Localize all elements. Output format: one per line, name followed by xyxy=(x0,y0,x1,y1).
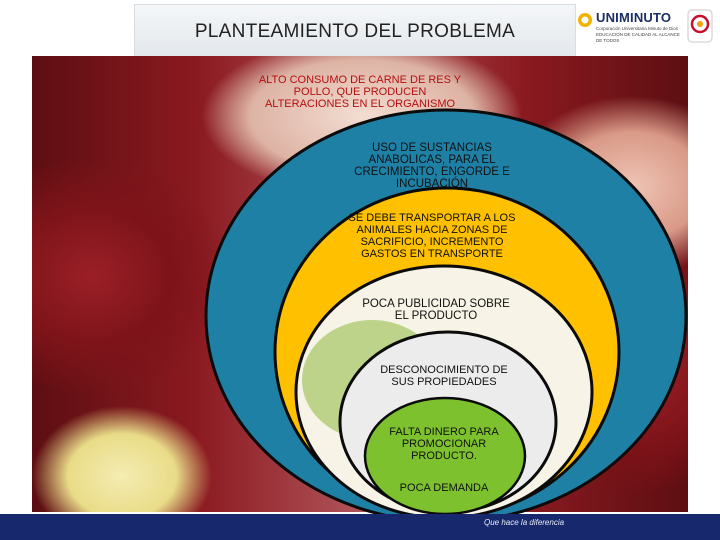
level-6-text: FALTA DINERO PARA PROMOCIONAR PRODUCTO. xyxy=(388,426,500,462)
level-3-text: SE DEBE TRANSPORTAR A LOS ANIMALES HACIA… xyxy=(346,212,518,260)
footer-band xyxy=(0,514,720,540)
level-1-text: ALTO CONSUMO DE CARNE DE RES Y POLLO, QU… xyxy=(252,74,468,110)
level-7-text: POCA DEMANDA xyxy=(388,482,500,494)
level-4-text: POCA PUBLICIDAD SOBRE EL PRODUCTO xyxy=(356,298,516,322)
level-2-text: USO DE SUSTANCIAS ANABOLICAS, PARA EL CR… xyxy=(338,142,526,190)
level-5-text: DESCONOCIMIENTO DE SUS PROPIEDADES xyxy=(380,364,508,388)
footer-slogan: Que hace la diferencia xyxy=(484,518,564,527)
